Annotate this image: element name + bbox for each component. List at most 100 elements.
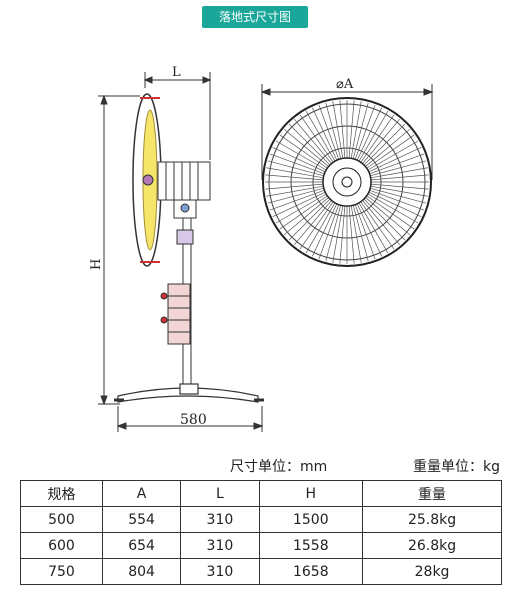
- grille-spoke: [294, 200, 332, 246]
- dimension-H: [98, 94, 140, 406]
- cell-L: 310: [180, 506, 260, 533]
- grille-spoke: [266, 185, 324, 197]
- grille-spoke: [305, 202, 336, 254]
- grille-spoke: [367, 140, 419, 171]
- cell-weight: 28kg: [362, 558, 502, 585]
- grille-spoke: [370, 183, 429, 190]
- cell-H: 1558: [258, 532, 364, 559]
- grille-spoke: [265, 183, 324, 190]
- grille-spoke: [272, 191, 326, 217]
- grille-spoke: [318, 104, 340, 160]
- grille-spoke: [352, 102, 369, 159]
- grille-spoke: [288, 198, 331, 241]
- grille-spoke: [332, 101, 344, 159]
- grille-spoke: [370, 174, 429, 181]
- grille-spoke: [350, 205, 362, 263]
- dimension-A: [260, 84, 434, 180]
- grille-spoke: [370, 185, 428, 197]
- pole: [160, 217, 194, 389]
- grille-spoke: [360, 114, 395, 163]
- dimension-base: [116, 406, 264, 432]
- grille-spoke: [354, 204, 376, 260]
- grille-spoke: [265, 174, 324, 181]
- grille-spoke: [348, 100, 355, 159]
- grille-spoke: [288, 123, 331, 166]
- grille-spoke: [339, 100, 346, 159]
- grille-spoke: [356, 203, 382, 257]
- grille-spoke: [368, 147, 422, 173]
- grille-spoke: [279, 195, 328, 230]
- cell-L: 310: [180, 532, 260, 559]
- table-row: 600 654 310 1558 26.8kg: [20, 532, 502, 559]
- cell-weight: 26.8kg: [362, 532, 502, 559]
- grille-spoke: [365, 129, 411, 167]
- fan-dimension-drawing: L H: [89, 65, 434, 432]
- grille-spoke: [369, 153, 425, 175]
- grille-spoke: [363, 198, 406, 241]
- fan-side-guard: [132, 93, 162, 267]
- grille-spoke: [294, 118, 332, 164]
- cell-model: 600: [20, 532, 103, 559]
- grille-spoke: [275, 140, 327, 171]
- grille-spoke: [299, 114, 334, 163]
- grille-spoke: [354, 104, 376, 160]
- grille-spoke: [348, 205, 355, 264]
- grille-spoke: [358, 202, 389, 254]
- grille-spoke: [269, 153, 325, 175]
- grille-spoke: [267, 160, 324, 177]
- grille-spoke: [283, 129, 329, 167]
- cell-model: 500: [20, 506, 103, 533]
- cell-model: 750: [20, 558, 103, 585]
- grille-spoke: [369, 189, 425, 211]
- grille-spoke: [368, 191, 422, 217]
- table-row: 500 554 310 1500 25.8kg: [20, 506, 502, 533]
- grille-spoke: [269, 189, 325, 211]
- label-A: ⌀A: [336, 77, 354, 92]
- cell-A: 554: [101, 506, 182, 533]
- grille-spoke: [358, 110, 389, 162]
- grille-spoke: [332, 205, 344, 263]
- grille-spoke: [370, 187, 427, 204]
- header-H: H: [258, 480, 364, 507]
- grille-spoke: [299, 201, 334, 250]
- label-L: L: [172, 65, 181, 80]
- header-weight: 重量: [362, 480, 502, 507]
- grille-spoke: [305, 110, 336, 162]
- grille-spoke: [365, 197, 411, 235]
- cell-A: 804: [101, 558, 182, 585]
- label-base: 580: [180, 412, 207, 428]
- grille-spoke: [356, 107, 382, 161]
- size-unit-label: 尺寸单位：mm: [230, 459, 328, 475]
- grille-spoke: [360, 201, 395, 250]
- cell-H: 1658: [258, 558, 364, 585]
- grille-spoke: [267, 187, 324, 204]
- grille-spoke: [312, 107, 338, 161]
- label-H: H: [89, 259, 104, 270]
- grille-spoke: [272, 147, 326, 173]
- grille-spoke: [363, 123, 406, 166]
- grille-spoke: [325, 205, 342, 262]
- cell-H: 1500: [258, 506, 364, 533]
- header-A: A: [101, 480, 182, 507]
- grille-spoke: [350, 101, 362, 159]
- grille-spoke: [275, 193, 327, 224]
- grille-spoke: [366, 134, 415, 169]
- grille-spoke: [325, 102, 342, 159]
- header-model: 规格: [20, 480, 103, 507]
- grille-spoke: [370, 160, 427, 177]
- cell-weight: 25.8kg: [362, 506, 502, 533]
- base: [114, 383, 264, 403]
- grille-spoke: [283, 197, 329, 235]
- grille-spoke: [318, 204, 340, 260]
- grille-spoke: [362, 200, 400, 246]
- grille-spoke: [362, 118, 400, 164]
- weight-unit-label: 重量单位：kg: [413, 459, 500, 475]
- motor-housing: [157, 161, 211, 219]
- grille-spoke: [367, 193, 419, 224]
- cell-L: 310: [180, 558, 260, 585]
- table-row: 750 804 310 1658 28kg: [20, 558, 502, 585]
- grille-spoke: [279, 134, 328, 169]
- grille-spoke: [312, 203, 338, 257]
- cell-A: 654: [101, 532, 182, 559]
- grille-spoke: [352, 205, 369, 262]
